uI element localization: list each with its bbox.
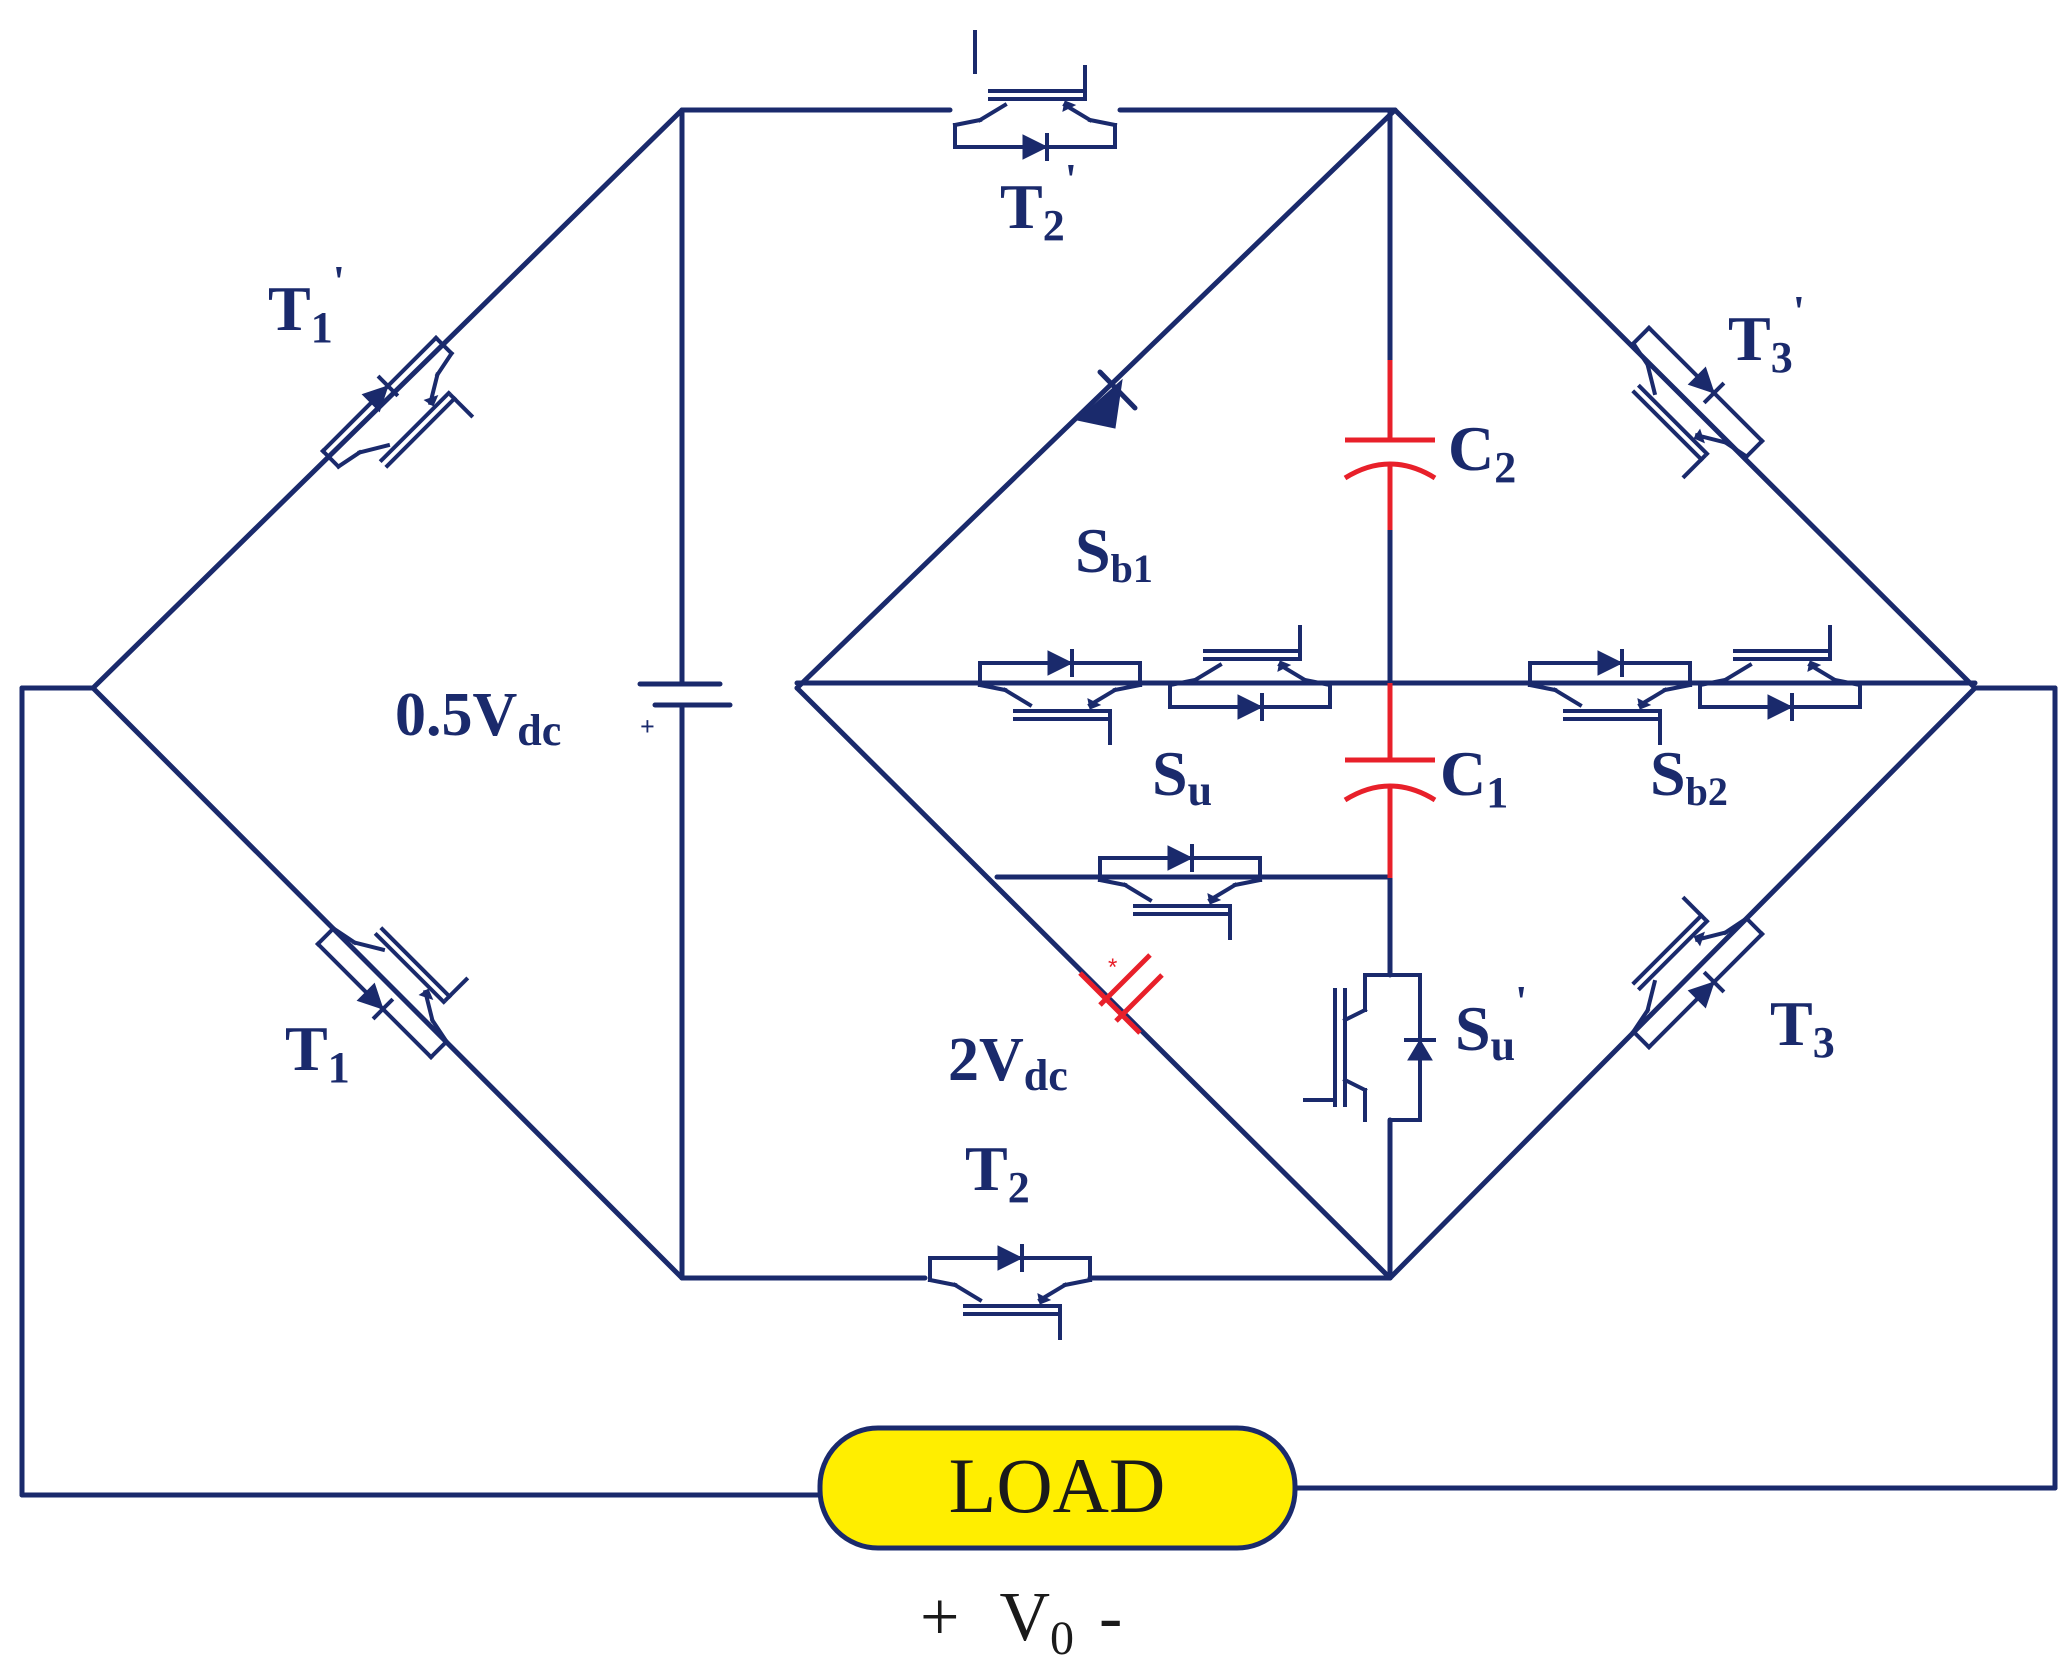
dc-source-double: * (1078, 953, 1164, 1035)
label-source-double: 2Vdc (948, 1026, 1068, 1100)
svg-text:+: + (640, 712, 655, 741)
label-su-prime: Su' (1455, 977, 1527, 1070)
label-c1: C1 (1440, 738, 1508, 817)
switch-t1-prime (314, 329, 492, 507)
label-t2: T2 (965, 1133, 1030, 1212)
label-t3: T3 (1770, 988, 1835, 1067)
load-icon (817, 1425, 1298, 1551)
svg-text:*: * (1108, 954, 1117, 981)
switch-t2 (928, 1244, 1092, 1340)
label-t3-prime: T3' (1728, 287, 1805, 382)
label-sb2: Sb2 (1650, 738, 1728, 814)
label-source-half: 0.5Vdc (395, 681, 561, 755)
switch-su-prime (1303, 973, 1436, 1122)
load-label: LOAD (949, 1442, 1166, 1529)
switch-su (1098, 844, 1262, 940)
label-t1: T1 (285, 1013, 350, 1092)
label-sb1: Sb1 (1075, 515, 1153, 591)
label-c2: C2 (1448, 413, 1516, 492)
label-t1-prime: T1' (268, 257, 345, 352)
capacitor-c2 (1343, 360, 1437, 530)
switch-t1 (309, 887, 487, 1065)
diode-icon (1075, 369, 1138, 429)
label-t2-prime: T2' (1000, 155, 1077, 250)
dc-source-half: + (637, 665, 733, 741)
label-su: Su (1152, 738, 1212, 815)
switch-t2-prime (953, 30, 1117, 161)
output-voltage-label: +V0- (920, 1579, 1122, 1665)
capacitor-c1 (1343, 683, 1437, 878)
switch-t3 (1592, 877, 1770, 1055)
